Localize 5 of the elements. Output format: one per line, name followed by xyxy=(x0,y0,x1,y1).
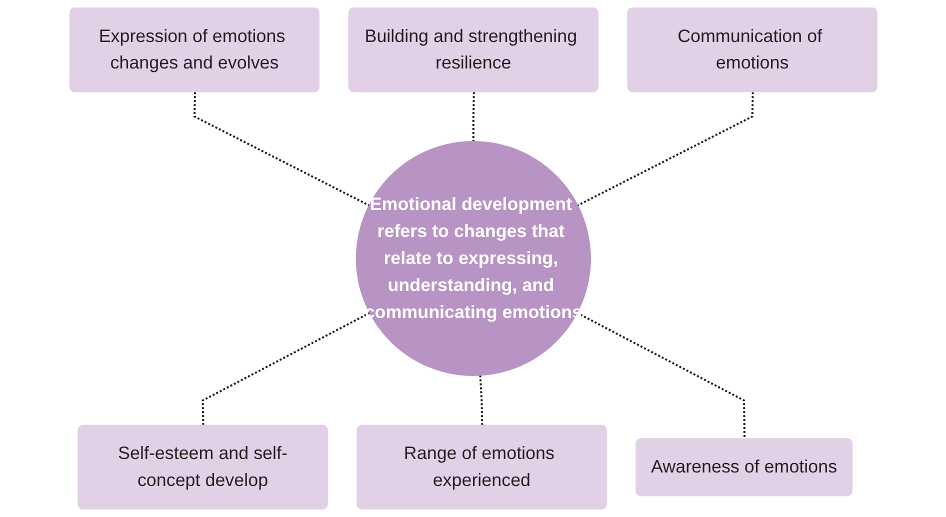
connector xyxy=(472,92,474,142)
connector xyxy=(478,375,483,426)
connector xyxy=(193,92,370,206)
connector xyxy=(201,312,370,426)
connector xyxy=(576,92,754,206)
